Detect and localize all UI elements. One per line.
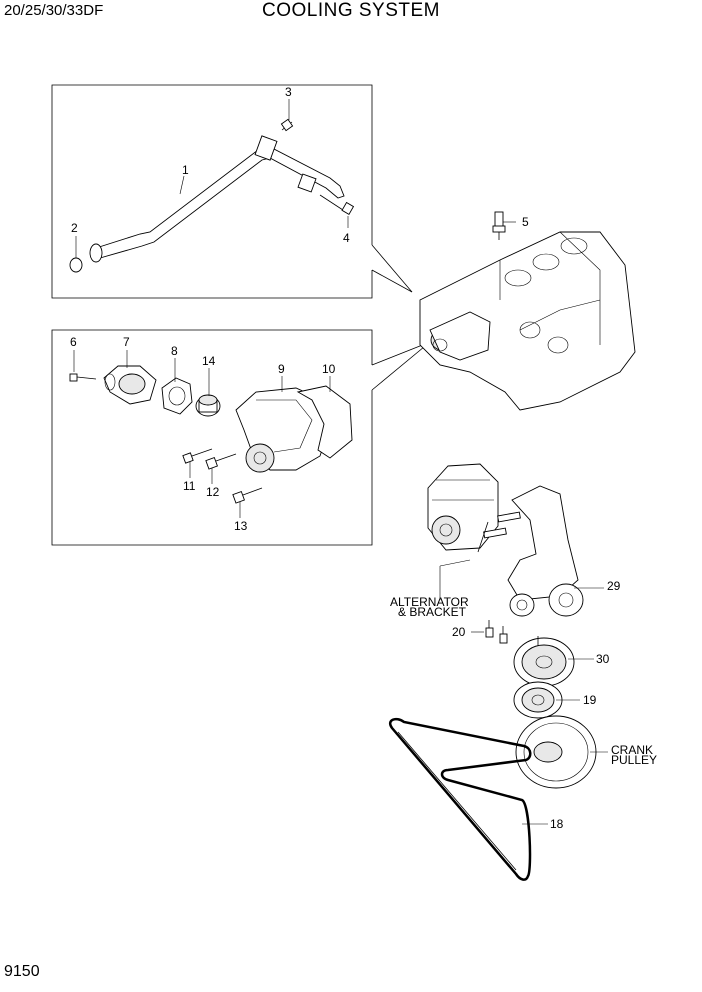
bolt-part-13 bbox=[232, 487, 263, 504]
crank-pulley bbox=[515, 715, 597, 789]
pulley-part-30 bbox=[513, 636, 575, 687]
v-belt bbox=[388, 717, 532, 881]
hub-part-19 bbox=[513, 681, 563, 719]
callout-9: 9 bbox=[278, 362, 285, 376]
thermostat bbox=[195, 394, 221, 417]
callout-11: 11 bbox=[183, 479, 196, 493]
label-bracket: & BRACKET bbox=[398, 605, 467, 619]
alternator-bracket bbox=[477, 485, 579, 601]
callout-5: 5 bbox=[522, 215, 529, 229]
callout-4: 4 bbox=[343, 231, 350, 245]
bolt-part-6 bbox=[69, 373, 97, 382]
temperature-sensor bbox=[492, 211, 506, 240]
callout-3: 3 bbox=[285, 85, 292, 99]
callout-14: 14 bbox=[202, 354, 216, 368]
callout-7: 7 bbox=[123, 335, 130, 349]
callout-18: 18 bbox=[550, 817, 564, 831]
callout-6: 6 bbox=[70, 335, 77, 349]
bolt-part-3 bbox=[280, 118, 294, 132]
inset-pump-box bbox=[51, 329, 431, 546]
bolt-part-4 bbox=[319, 194, 355, 215]
inset-pipe-box bbox=[51, 84, 413, 299]
callout-29: 29 bbox=[607, 579, 621, 593]
bolt-part-12 bbox=[205, 453, 237, 470]
label-pulley: PULLEY bbox=[611, 753, 657, 767]
label-alternator: ALTERNATOR bbox=[390, 595, 469, 609]
callout-2: 2 bbox=[71, 221, 78, 235]
callout-20: 20 bbox=[452, 625, 466, 639]
leader-lines bbox=[73, 99, 608, 825]
engine-block bbox=[419, 231, 636, 411]
alternator bbox=[427, 463, 499, 551]
callout-13: 13 bbox=[234, 519, 248, 533]
label-crank: CRANK bbox=[611, 743, 653, 757]
idler-pulley bbox=[509, 583, 584, 617]
callout-8: 8 bbox=[171, 344, 178, 358]
water-pump bbox=[235, 387, 331, 473]
callout-12: 12 bbox=[206, 485, 220, 499]
o-ring bbox=[69, 257, 83, 273]
water-pipe bbox=[89, 135, 345, 263]
callout-1: 1 bbox=[182, 163, 189, 177]
callout-30: 30 bbox=[596, 652, 610, 666]
model-code: 20/25/30/33DF bbox=[4, 2, 104, 19]
bolt-part-20 bbox=[485, 620, 508, 644]
pump-gasket bbox=[296, 385, 353, 459]
gasket bbox=[161, 377, 193, 415]
bolt-part-11 bbox=[182, 448, 213, 464]
page-title: COOLING SYSTEM bbox=[261, 0, 441, 21]
callout-10: 10 bbox=[322, 362, 336, 376]
page-number: 9150 bbox=[4, 963, 40, 980]
thermostat-housing bbox=[103, 365, 157, 405]
callout-19: 19 bbox=[583, 693, 597, 707]
